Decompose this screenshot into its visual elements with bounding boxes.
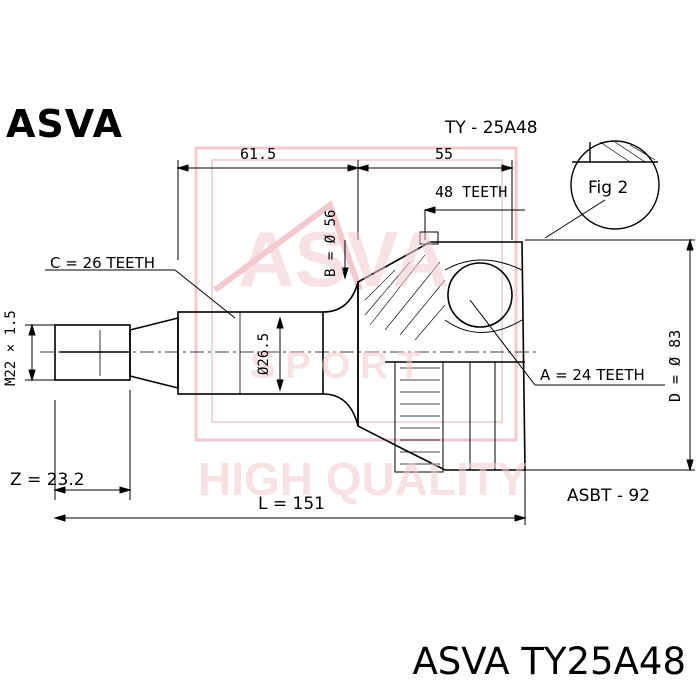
dim-right-length: 55 bbox=[435, 145, 454, 163]
watermark-quality-text: HIGH QUALITY bbox=[198, 453, 528, 505]
caption-text: ASVA TY25A48 bbox=[412, 640, 687, 683]
dim-inner-teeth: A = 24 TEETH bbox=[540, 366, 645, 384]
dim-outer-teeth: 48 TEETH bbox=[435, 183, 508, 201]
watermark-sport-text: SPORT bbox=[250, 345, 431, 387]
dim-z-value: Z = 23.2 bbox=[10, 470, 85, 490]
abs-part-number: ASBT - 92 bbox=[567, 486, 651, 506]
dim-diameter-b: B = Ø 56 bbox=[323, 209, 339, 277]
cv-joint-outline bbox=[54, 231, 526, 473]
section-hatching bbox=[364, 254, 446, 341]
dim-diameter-d: D = Ø 83 bbox=[666, 329, 684, 402]
watermark-logo-text: ASVA bbox=[238, 215, 449, 303]
fig2-detail bbox=[570, 140, 660, 230]
figure-label: Fig 2 bbox=[588, 178, 629, 198]
dim-total-length: L = 151 bbox=[258, 494, 325, 514]
dim-left-length: 61.5 bbox=[240, 145, 277, 163]
dim-thread: M22 × 1.5 bbox=[3, 310, 19, 386]
dim-shaft-diameter: Ø26.5 bbox=[256, 332, 272, 375]
dim-shaft-teeth: C = 26 TEETH bbox=[50, 254, 155, 272]
part-code: TY - 25A48 bbox=[445, 118, 538, 138]
brand-logo-text: ASVA bbox=[6, 102, 124, 146]
dimension-lines bbox=[25, 160, 695, 525]
